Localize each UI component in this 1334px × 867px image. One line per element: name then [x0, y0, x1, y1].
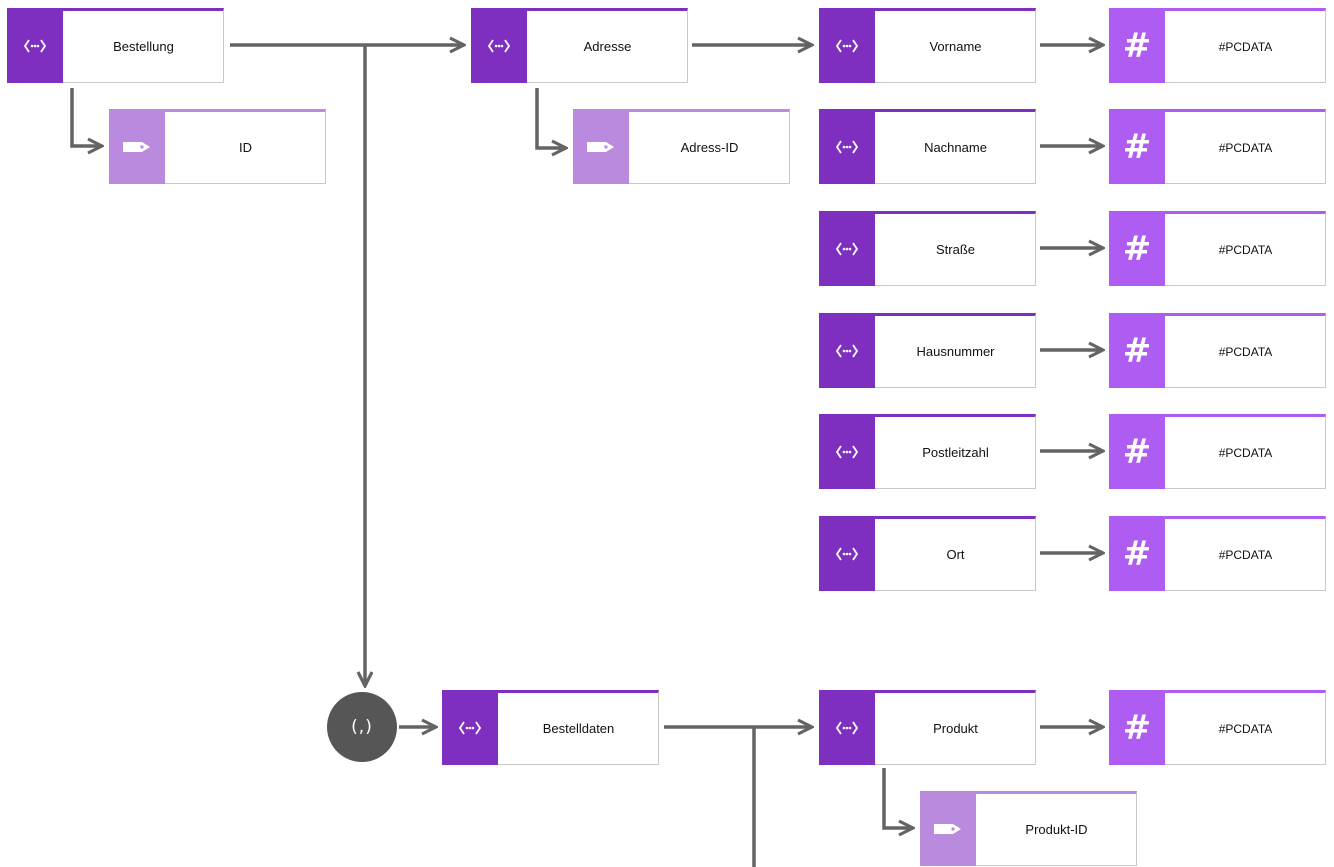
pcdata-node-produkt[interactable]: # #PCDATA [1109, 690, 1326, 765]
attribute-node-produkt-id[interactable]: Produkt-ID [920, 791, 1137, 866]
xml-element-icon [471, 8, 527, 83]
node-label: Ort [946, 547, 965, 562]
element-node-produkt[interactable]: Produkt [819, 690, 1036, 765]
element-node-postleitzahl[interactable]: Postleitzahl [819, 414, 1036, 489]
xml-element-icon [819, 414, 875, 489]
node-label: Adresse [583, 39, 632, 54]
node-label: #PCDATA [1218, 242, 1273, 257]
hash-icon: # [1109, 211, 1165, 286]
element-node-nachname[interactable]: Nachname [819, 109, 1036, 184]
node-label: Produkt [933, 721, 978, 736]
element-node-vorname[interactable]: Vorname [819, 8, 1036, 83]
hash-icon: # [1109, 109, 1165, 184]
node-label: Nachname [924, 140, 987, 155]
xml-element-icon [819, 690, 875, 765]
hash-icon: # [1109, 690, 1165, 765]
pcdata-node-hausnummer[interactable]: # #PCDATA [1109, 313, 1326, 388]
pcdata-node-nachname[interactable]: # #PCDATA [1109, 109, 1326, 184]
hash-icon: # [1109, 516, 1165, 591]
node-label: Vorname [929, 39, 982, 54]
pcdata-node-strasse[interactable]: # #PCDATA [1109, 211, 1326, 286]
element-node-bestelldaten[interactable]: Bestelldaten [442, 690, 659, 765]
node-label: Straße [935, 242, 975, 257]
attribute-node-adress-id[interactable]: Adress-ID [573, 109, 790, 184]
node-label: Bestellung [113, 39, 174, 54]
xml-element-icon [819, 211, 875, 286]
node-label: #PCDATA [1218, 547, 1273, 562]
connector-produkt-produktid [882, 768, 913, 828]
element-node-strasse[interactable]: Straße [819, 211, 1036, 286]
tag-icon [573, 109, 629, 184]
hash-icon: # [1109, 414, 1165, 489]
element-node-hausnummer[interactable]: Hausnummer [819, 313, 1036, 388]
node-label: #PCDATA [1218, 39, 1273, 54]
connector-bestellung-id [70, 88, 102, 146]
xml-element-icon [442, 690, 498, 765]
node-label: Adress-ID [680, 140, 739, 155]
pcdata-node-vorname[interactable]: # #PCDATA [1109, 8, 1326, 83]
node-label: ID [239, 140, 252, 155]
hash-icon: # [1109, 313, 1165, 388]
xml-element-icon [7, 8, 63, 83]
tag-icon [920, 791, 976, 866]
pcdata-node-postleitzahl[interactable]: # #PCDATA [1109, 414, 1326, 489]
element-node-bestellung[interactable]: Bestellung [7, 8, 224, 83]
node-label: #PCDATA [1218, 344, 1273, 359]
element-node-ort[interactable]: Ort [819, 516, 1036, 591]
node-label: Bestelldaten [542, 721, 615, 736]
xml-element-icon [819, 516, 875, 591]
node-label: #PCDATA [1218, 721, 1273, 736]
node-label: #PCDATA [1218, 140, 1273, 155]
xml-element-icon [819, 313, 875, 388]
attribute-node-id[interactable]: ID [109, 109, 326, 184]
tag-icon [109, 109, 165, 184]
xml-element-icon [819, 8, 875, 83]
sequence-node[interactable]: (,) [327, 692, 397, 762]
node-label: #PCDATA [1218, 445, 1273, 460]
hash-icon: # [1109, 8, 1165, 83]
element-node-adresse[interactable]: Adresse [471, 8, 688, 83]
node-label: Produkt-ID [1025, 822, 1088, 837]
connector-adresse-adressid [535, 88, 566, 148]
node-label: Hausnummer [916, 344, 995, 359]
xml-element-icon [819, 109, 875, 184]
node-label: Postleitzahl [922, 445, 989, 460]
pcdata-node-ort[interactable]: # #PCDATA [1109, 516, 1326, 591]
